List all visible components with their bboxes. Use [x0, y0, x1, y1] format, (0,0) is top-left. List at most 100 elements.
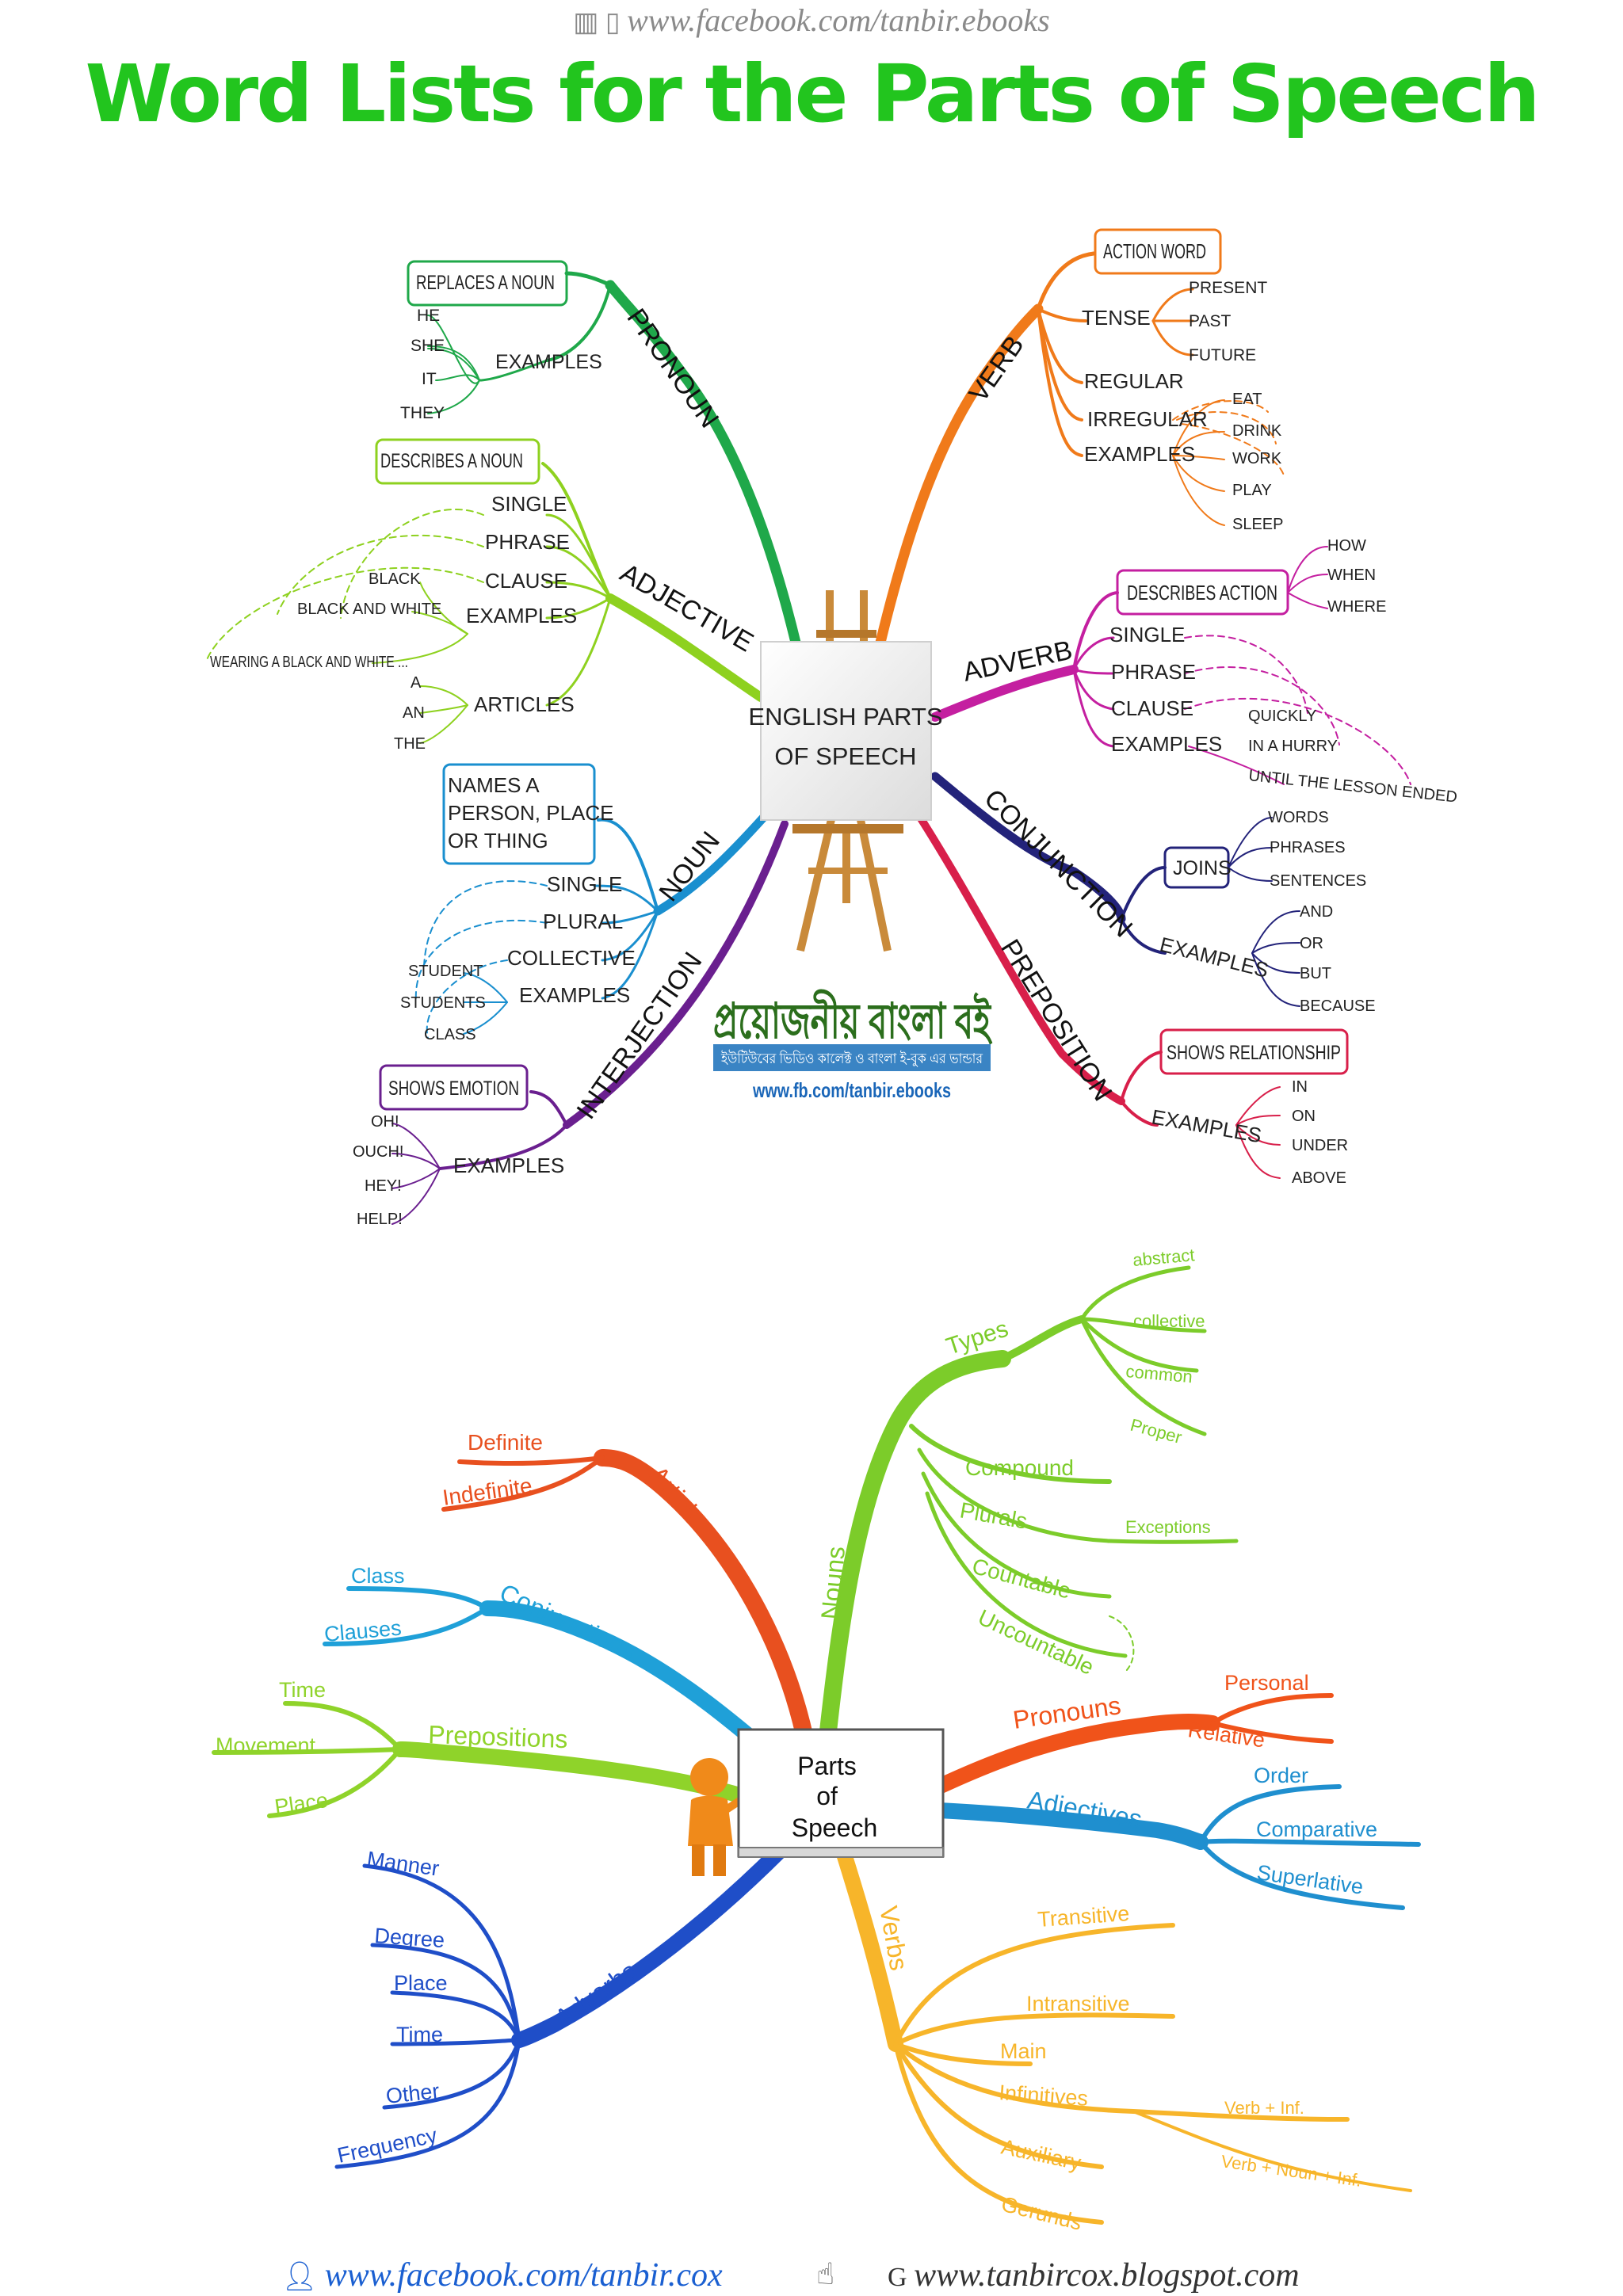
verbs-inf-item: Verb + Inf.	[1224, 2098, 1304, 2118]
top-link[interactable]: ▥ ▯ www.facebook.com/tanbir.ebooks	[573, 2, 1050, 38]
footer-right-link[interactable]: G www.tanbircox.blogspot.com	[888, 2257, 1300, 2294]
adjective-article: THE	[394, 735, 426, 753]
bangla-books-logo: প্রয়োজনীয় বাংলা বই ইউটিউবের ভিডিও কালে…	[713, 990, 993, 1102]
preposition-label: PREPOSITION	[995, 934, 1117, 1106]
interjection-example: OH!	[371, 1113, 399, 1131]
verbs-item: Auxiliary	[999, 2135, 1084, 2176]
articles-branch	[441, 1449, 813, 1744]
verbs-item: Infinitives	[999, 2081, 1089, 2111]
conjunction-joins: JOINS	[1173, 857, 1232, 879]
preposition-example: UNDER	[1292, 1137, 1348, 1154]
noun-example: CLASS	[424, 1026, 476, 1043]
interjection-example: HELP!	[357, 1211, 403, 1228]
svg-text:প্রয়োজনীয় বাংলা বই: প্রয়োজনীয় বাংলা বই	[713, 990, 993, 1049]
verb-definition: ACTION WORD	[1103, 239, 1206, 263]
pronoun-branch	[407, 260, 802, 651]
verbs-item: Intransitive	[1026, 1992, 1130, 2016]
verb-example: DRINK	[1232, 422, 1282, 440]
noun-example: STUDENTS	[400, 994, 486, 1012]
adjective-examples-label: EXAMPLES	[466, 604, 577, 627]
pronoun-examples-label: EXAMPLES	[495, 351, 602, 373]
hand-pointer-icon: ☝︎	[816, 2258, 835, 2291]
conjunction-joins-item: WORDS	[1268, 809, 1329, 826]
adjective-branch	[205, 438, 766, 744]
page-title: Word Lists for the Parts of Speech	[85, 48, 1540, 140]
google-plus-icon: G	[888, 2263, 915, 2292]
adjective-example: BLACK AND WHITE	[297, 601, 441, 618]
interjection-example: HEY!	[365, 1177, 402, 1195]
preposition-example: IN	[1292, 1078, 1308, 1096]
preposition-example: ON	[1292, 1108, 1316, 1125]
adjectives-branch	[931, 1784, 1421, 1910]
english-parts-of-speech-map: PRONOUN REPLACES A NOUN EXAMPLES HE SHE …	[205, 228, 1458, 1228]
adverb-branch	[930, 546, 1411, 785]
adjective-definition: DESCRIBES A NOUN	[380, 450, 523, 472]
adverb-def-item: HOW	[1327, 537, 1366, 555]
noun-examples-label: EXAMPLES	[519, 983, 630, 1007]
adverbs-item: Place	[394, 1971, 448, 1995]
adjective-article: A	[411, 674, 422, 692]
adjective-single: SINGLE	[491, 492, 567, 516]
preposition-example: ABOVE	[1292, 1169, 1346, 1187]
adverb-example: IN A HURRY	[1248, 738, 1338, 755]
interjection-definition: SHOWS EMOTION	[388, 1077, 519, 1100]
adverbs-item: Other	[384, 2079, 440, 2108]
conjunctions-item: Class	[351, 1564, 405, 1588]
verb-regular: REGULAR	[1084, 369, 1184, 393]
noun-branch	[414, 763, 769, 1039]
pronoun-example: IT	[422, 370, 437, 388]
interjection-examples-label: EXAMPLES	[453, 1154, 564, 1177]
adverbs-item: Manner	[365, 1847, 441, 1880]
nouns-plurals: Plurals	[958, 1497, 1029, 1533]
adverb-single: SINGLE	[1109, 623, 1185, 646]
conjunction-joins-item: SENTENCES	[1270, 872, 1366, 890]
adjective-phrase: PHRASE	[485, 530, 570, 554]
prepositions-branch	[212, 1701, 745, 1818]
conjunction-example: OR	[1300, 935, 1323, 952]
verb-example: WORK	[1232, 450, 1282, 467]
preposition-definition: SHOWS RELATIONSHIP	[1167, 1042, 1341, 1064]
conjunction-branch	[930, 772, 1300, 1007]
noun-single: SINGLE	[547, 872, 622, 896]
pronouns-branch	[931, 1693, 1334, 1794]
verb-example: SLEEP	[1232, 516, 1283, 533]
nouns-type: collective	[1133, 1311, 1205, 1331]
prepositions-label: Prepositions	[428, 1720, 568, 1753]
conjunction-example: AND	[1300, 903, 1333, 921]
adjective-example: WEARING A BLACK AND WHITE ...	[210, 654, 408, 671]
pronoun-definition: REPLACES A NOUN	[416, 272, 555, 294]
prepositions-item: Place	[273, 1788, 330, 1819]
conjunction-example: BECAUSE	[1300, 997, 1376, 1015]
pronoun-example: SHE	[411, 337, 445, 355]
adverb-label: ADVERB	[960, 635, 1075, 688]
parts-of-speech-map: Nouns Types abstract collective common P…	[212, 1245, 1421, 2235]
adverbs-item: Time	[396, 2023, 443, 2046]
nouns-branch	[819, 1265, 1239, 1740]
conjunction-joins-item: PHRASES	[1270, 839, 1346, 856]
adverbs-branch	[334, 1842, 789, 2169]
adverb-phrase: PHRASE	[1111, 660, 1196, 684]
pronoun-label: PRONOUN	[621, 303, 724, 433]
footer-left-link[interactable]: 👤︎ www.facebook.com/tanbir.cox	[281, 2257, 723, 2294]
nouns-countable: Countable	[969, 1554, 1073, 1604]
nouns-uncountable: Uncountable	[974, 1604, 1098, 1680]
verb-irregular: IRREGULAR	[1087, 407, 1208, 431]
adjective-article: AN	[403, 704, 425, 722]
adjectives-item: Comparative	[1256, 1817, 1377, 1841]
conjunctions-branch	[323, 1586, 789, 1771]
verb-branch	[874, 228, 1285, 651]
pronoun-example: THEY	[400, 404, 445, 422]
preposition-branch	[915, 812, 1349, 1179]
verb-tense-item: PRESENT	[1189, 279, 1267, 297]
adjective-articles-label: ARTICLES	[474, 692, 575, 716]
adverb-clause: CLAUSE	[1111, 696, 1193, 720]
verb-example: EAT	[1232, 391, 1262, 408]
adjective-clause: CLAUSE	[485, 569, 567, 593]
nouns-exceptions: Exceptions	[1125, 1517, 1211, 1537]
interjection-label: INTERJECTION	[571, 947, 708, 1124]
verbs-item: Gerunds	[999, 2192, 1085, 2235]
pronouns-item: Personal	[1224, 1671, 1309, 1695]
pronoun-example: HE	[417, 307, 440, 325]
